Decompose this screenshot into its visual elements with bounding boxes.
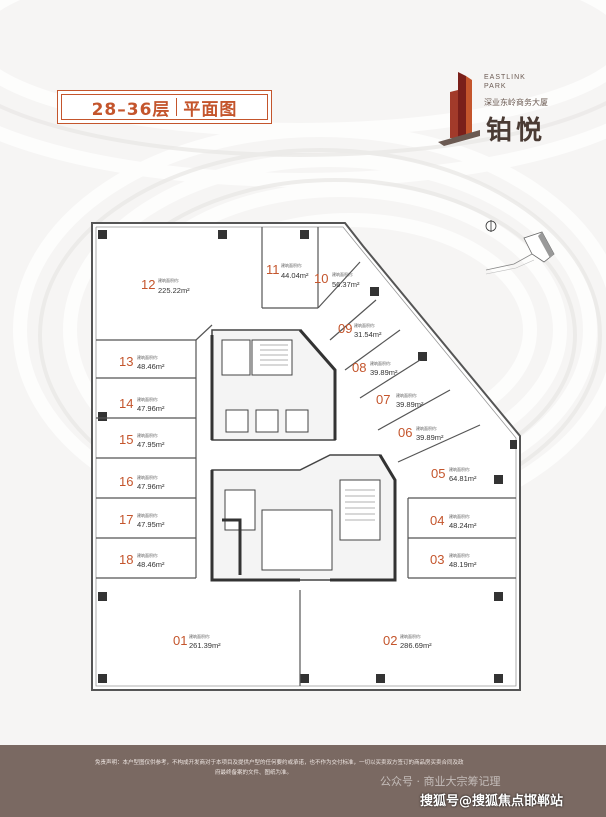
wechat-watermark: 公众号 · 商业大宗筹记理	[380, 775, 501, 788]
unit-area-label: 建筑面积约:	[137, 553, 159, 558]
unit-area-value: 48.19m²	[449, 560, 477, 569]
unit-area-label: 建筑面积约:	[400, 634, 422, 639]
unit-number: 11	[266, 262, 280, 277]
unit-number: 09	[338, 321, 353, 336]
unit-area-value: 47.96m²	[137, 482, 165, 491]
footer-bar: 免责声明：本户型图仅供参考，不构成开发商对于本项目及提供户型的任何要约或承诺，也…	[0, 745, 606, 817]
brand-en-line1: EASTLINK	[484, 74, 526, 81]
unit-number: 04	[430, 513, 445, 528]
disclaimer-text: 免责声明：本户型图仅供参考，不构成开发商对于本项目及提供户型的任何要约或承诺，也…	[95, 758, 525, 778]
floor-plan-title: 平面图	[183, 99, 238, 120]
unit-area-label: 建筑面积约:	[137, 433, 159, 438]
unit-area-value: 48.46m²	[137, 362, 165, 371]
unit-area-value: 44.04m²	[281, 271, 309, 280]
unit-area-label: 建筑面积约:	[370, 361, 392, 366]
brand-logo: EASTLINK PARK 深业东岭商务大厦 铂悦	[436, 70, 576, 150]
unit-area-value: 48.24m²	[449, 521, 477, 530]
unit-area-value: 47.95m²	[137, 520, 165, 529]
unit-number: 12	[141, 277, 156, 292]
unit-area-value: 286.69m²	[400, 641, 432, 650]
right-partitions	[261, 227, 516, 686]
unit-number: 13	[119, 354, 134, 369]
unit-number: 08	[352, 360, 367, 375]
unit-area-value: 39.89m²	[416, 433, 444, 442]
unit-number: 03	[430, 552, 445, 567]
disclaimer-line1: 免责声明：本户型图仅供参考，不构成开发商对于本项目及提供户型的任何要约或承诺，也…	[95, 760, 464, 766]
unit-number: 17	[119, 512, 134, 527]
tower-logo-icon	[438, 72, 480, 146]
unit-area-label: 建筑面积约:	[354, 323, 376, 328]
left-partitions	[96, 324, 213, 579]
unit-area-value: 47.95m²	[137, 440, 165, 449]
unit-area-label: 建筑面积约:	[449, 553, 471, 558]
brand-english: EASTLINK PARK	[484, 73, 526, 91]
site-key-plan	[484, 218, 574, 292]
structural-columns	[98, 230, 517, 683]
unit-area-value: 47.96m²	[137, 404, 165, 413]
title-divider	[176, 98, 178, 116]
unit-area-value: 48.46m²	[137, 560, 165, 569]
floor-title-box: 28–36层 平面图	[57, 90, 272, 124]
unit-area-label: 建筑面积约:	[449, 514, 471, 519]
unit-number: 18	[119, 552, 134, 567]
unit-area-value: 225.22m²	[158, 286, 190, 295]
unit-number: 06	[398, 425, 413, 440]
unit-area-label: 建筑面积约:	[416, 426, 438, 431]
unit-area-label: 建筑面积约:	[281, 263, 303, 268]
unit-area-value: 261.39m²	[189, 641, 221, 650]
unit-number: 10	[314, 271, 329, 286]
building-outline	[91, 222, 521, 691]
brand-en-line2: PARK	[484, 83, 507, 90]
unit-number: 14	[119, 396, 134, 411]
unit-area-label: 建筑面积约:	[189, 634, 211, 639]
unit-number: 16	[119, 474, 134, 489]
brand-chinese-subtitle: 深业东岭商务大厦	[484, 98, 548, 107]
stair-lines	[260, 344, 375, 521]
unit-number: 01	[173, 633, 188, 648]
unit-area-label: 建筑面积约:	[332, 272, 354, 277]
unit-area-value: 39.89m²	[396, 400, 424, 409]
unit-area-value: 56.37m²	[332, 280, 360, 289]
north-compass-icon	[485, 220, 555, 275]
unit-number: 07	[376, 392, 391, 407]
unit-area-label: 建筑面积约:	[137, 475, 159, 480]
unit-number: 05	[431, 466, 446, 481]
sohu-watermark: 搜狐号@搜狐焦点邯郸站	[420, 794, 564, 809]
unit-area-value: 31.54m²	[354, 330, 382, 339]
unit-area-label: 建筑面积约:	[396, 393, 418, 398]
unit-area-label: 建筑面积约:	[449, 467, 471, 472]
unit-area-label: 建筑面积约:	[137, 355, 159, 360]
floor-range: 28–36层	[91, 99, 171, 120]
unit-area-label: 建筑面积约:	[137, 397, 159, 402]
unit-number: 02	[383, 633, 398, 648]
unit-area-label: 建筑面积约:	[137, 513, 159, 518]
unit-area-value: 39.89m²	[370, 368, 398, 377]
unit-area-label: 建筑面积约:	[158, 278, 180, 283]
brand-chinese-name: 铂悦	[486, 116, 547, 146]
disclaimer-line2: 府最终备案的文件、图纸为准。	[215, 770, 293, 776]
unit-area-value: 64.81m²	[449, 474, 477, 483]
floor-plan-drawing	[91, 222, 521, 691]
unit-number: 15	[119, 432, 134, 447]
